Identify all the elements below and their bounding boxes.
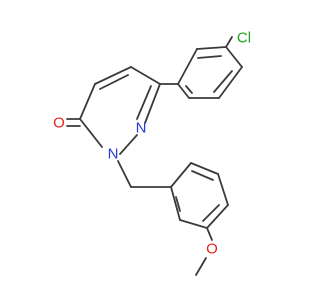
bond-ar2-a — [170, 162, 192, 188]
bond-ar1-c — [225, 46, 243, 68]
bond-n1-n2 — [119, 134, 138, 155]
bond-ar1-b — [196, 46, 227, 50]
atom-label-nitrogen-1: N — [136, 120, 147, 137]
bond-c-cl — [225, 36, 233, 48]
bond-c5-c6 — [79, 83, 96, 120]
atom-label-nitrogen-2: N — [108, 146, 119, 163]
bond-ar1-inner-1 — [197, 55, 222, 59]
bond-n2-c3-inner — [136, 85, 152, 120]
bond-c6-n1 — [79, 118, 103, 148]
bond-c4-c5 — [94, 66, 132, 85]
bond-c4-c5-inner — [99, 74, 129, 90]
bond-ar1-a — [177, 48, 198, 85]
bond-ar2-inner-2 — [202, 204, 220, 222]
chemical-structure-drawing: Cl N N O O — [53, 30, 251, 276]
bond-ar1-f — [177, 83, 190, 99]
bond-ar2-inner-3 — [175, 196, 181, 212]
atom-label-chlorine: Cl — [237, 30, 251, 47]
bond-c3-c4 — [130, 66, 161, 85]
bond-ar2-e — [179, 219, 208, 229]
atom-label-methoxy-oxygen: O — [206, 241, 218, 258]
bond-c-ome — [206, 227, 213, 241]
bond-ar2-f — [170, 186, 181, 221]
bond-n1-ch2 — [117, 160, 132, 188]
bond-ar2-d — [206, 204, 229, 229]
bond-ar2-c — [217, 173, 229, 206]
bond-ar1-inner-3 — [185, 85, 193, 94]
atom-label-carbonyl-oxygen: O — [53, 115, 65, 132]
structure-canvas: Cl N N O O — [53, 30, 251, 276]
bond-ar1-d — [218, 66, 243, 99]
bond-ar2-inner-1 — [191, 170, 214, 181]
bond-ar2-b — [190, 162, 219, 175]
bond-n2-c3 — [144, 83, 161, 124]
bond-ar1-inner-2 — [213, 70, 233, 93]
bond-o-me — [195, 257, 207, 276]
